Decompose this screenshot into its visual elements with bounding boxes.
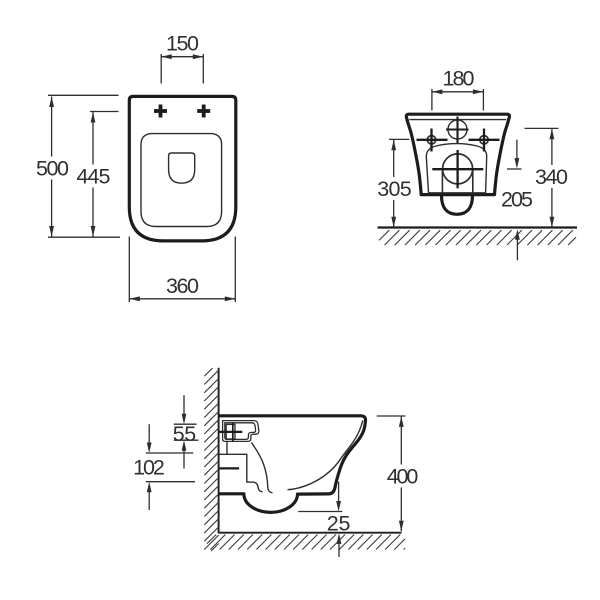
svg-text:340: 340: [535, 165, 568, 189]
svg-text:305: 305: [377, 177, 412, 201]
svg-text:102: 102: [133, 456, 165, 480]
svg-text:150: 150: [166, 31, 199, 55]
svg-text:445: 445: [77, 165, 111, 189]
svg-text:205: 205: [501, 188, 533, 212]
svg-text:180: 180: [443, 67, 475, 91]
svg-text:500: 500: [36, 157, 69, 181]
svg-text:400: 400: [387, 465, 419, 489]
svg-text:55: 55: [173, 422, 196, 446]
svg-text:25: 25: [327, 512, 351, 536]
svg-text:360: 360: [166, 274, 199, 298]
